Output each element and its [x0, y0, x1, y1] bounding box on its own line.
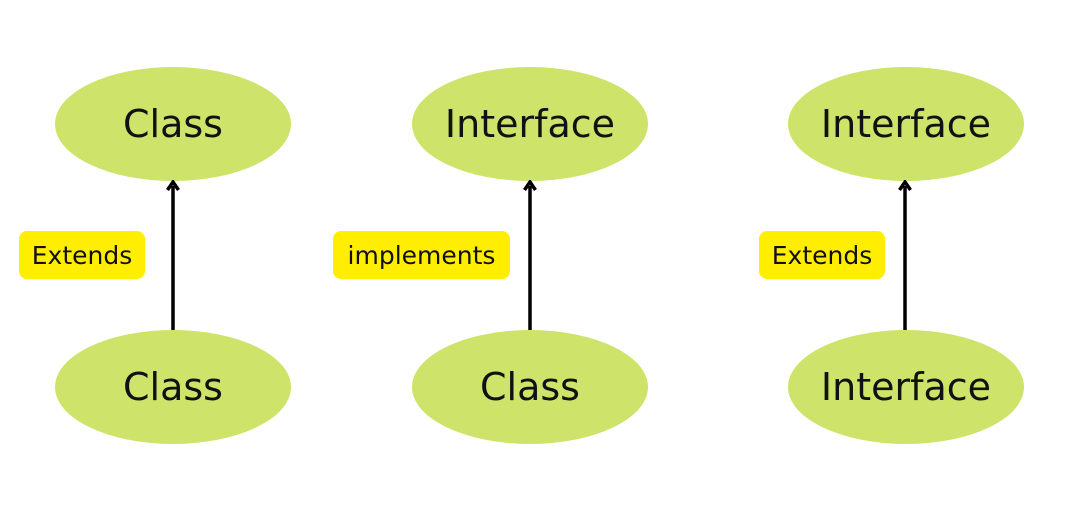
child-node: Class [412, 330, 648, 444]
relation-label: Extends [759, 231, 885, 279]
parent-node: Interface [788, 67, 1024, 181]
diagram-class-implements-interface: Interface implements Class [320, 0, 648, 512]
diagram-interface-extends-interface: Interface Extends Interface [740, 0, 1040, 512]
arrow-up-icon [523, 180, 537, 330]
diagram-class-extends-class: Class Extends Class [0, 0, 300, 512]
arrow-up-icon [166, 180, 180, 330]
relation-label: implements [333, 231, 510, 279]
arrow-up-icon [898, 180, 912, 330]
relation-label: Extends [19, 231, 145, 279]
parent-node: Interface [412, 67, 648, 181]
parent-node: Class [55, 67, 291, 181]
child-node: Interface [788, 330, 1024, 444]
child-node: Class [55, 330, 291, 444]
